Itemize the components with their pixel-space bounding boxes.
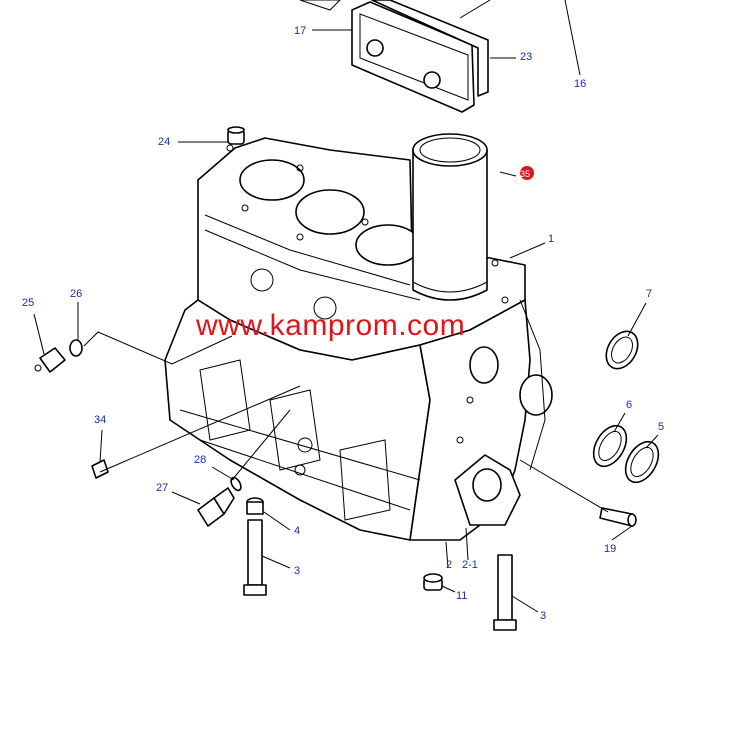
part-plug-27[interactable] xyxy=(197,487,235,527)
watermark-text: www.kamprom.com xyxy=(196,309,466,342)
callout-2-1[interactable]: 2-1 xyxy=(462,559,478,571)
callout-1[interactable]: 1 xyxy=(548,233,554,245)
part-cylinder-block[interactable] xyxy=(164,137,553,541)
callout-5[interactable]: 5 xyxy=(658,421,664,433)
callout-35-marker xyxy=(520,166,534,180)
callout-6[interactable]: 6 xyxy=(626,399,632,411)
part-seal-ring-7[interactable] xyxy=(600,326,644,375)
callout-7[interactable]: 7 xyxy=(646,288,652,300)
part-top-cover[interactable] xyxy=(299,0,491,113)
part-bolt-right[interactable] xyxy=(493,554,517,631)
part-sensor-34[interactable] xyxy=(91,459,109,479)
callouts: 17 23 16 24 35 1 7 25 26 6 5 34 28 27 4 … xyxy=(22,25,664,622)
callout-25[interactable]: 25 xyxy=(22,297,34,309)
callout-3-right[interactable]: 3 xyxy=(540,610,546,622)
callout-11[interactable]: 11 xyxy=(456,590,467,602)
part-seal-ring-6[interactable] xyxy=(587,420,633,472)
part-washer-26[interactable] xyxy=(69,339,83,357)
callout-2[interactable]: 2 xyxy=(446,559,452,571)
part-cylinder-liner[interactable] xyxy=(412,133,488,301)
part-plug-11[interactable] xyxy=(423,573,443,591)
part-plug-24[interactable] xyxy=(227,126,245,145)
part-drain-cock[interactable] xyxy=(34,347,66,373)
callout-34[interactable]: 34 xyxy=(94,414,106,426)
callout-16[interactable]: 16 xyxy=(574,78,586,90)
callout-35[interactable]: 35 xyxy=(520,169,530,179)
part-washer-28[interactable] xyxy=(229,476,243,492)
callout-3-left[interactable]: 3 xyxy=(294,565,300,577)
callout-27[interactable]: 27 xyxy=(156,482,168,494)
callout-26[interactable]: 26 xyxy=(70,288,82,300)
callout-23[interactable]: 23 xyxy=(520,51,532,63)
callout-19[interactable]: 19 xyxy=(604,543,616,555)
callout-4[interactable]: 4 xyxy=(294,525,300,537)
leader-lines xyxy=(33,0,659,613)
part-bolt-left[interactable] xyxy=(243,497,267,596)
callout-17[interactable]: 17 xyxy=(294,25,306,37)
part-seal-ring-5[interactable] xyxy=(619,436,665,488)
callout-28[interactable]: 28 xyxy=(194,454,206,466)
callout-24[interactable]: 24 xyxy=(158,136,170,148)
